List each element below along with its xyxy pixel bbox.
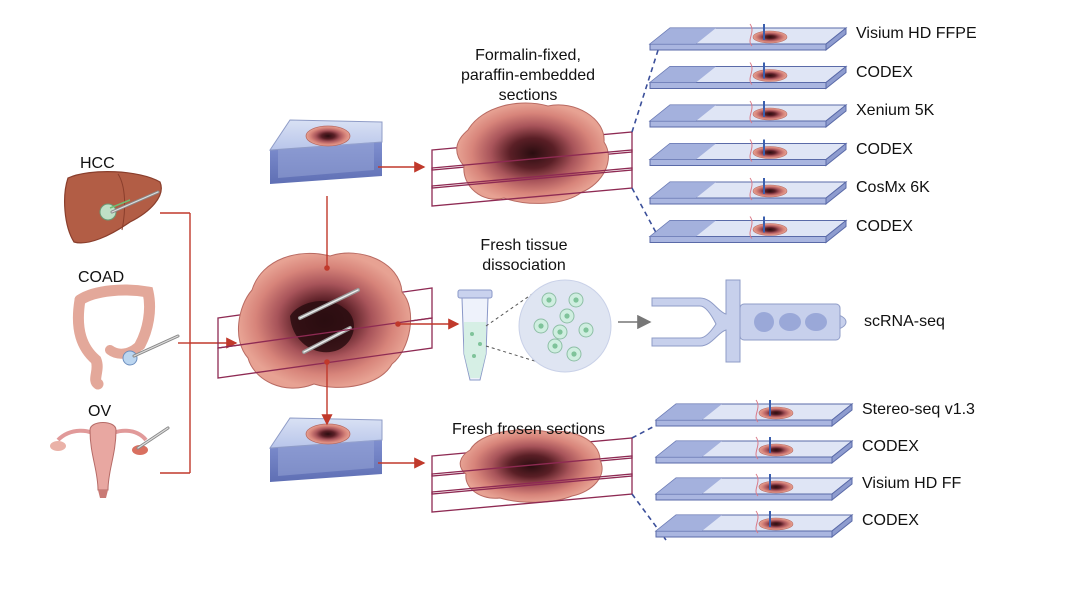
- ffpe-slide: [648, 62, 848, 90]
- fresh-heading-line-2: dissociation: [482, 257, 566, 274]
- single-cell-circle: [518, 279, 612, 373]
- ffpe-slide-label: CODEX: [856, 63, 913, 81]
- liver-icon: [64, 171, 162, 244]
- organ-label-hcc: HCC: [80, 155, 115, 172]
- tissue-connectors: [321, 161, 460, 469]
- ffpe-slide-group: [648, 23, 848, 244]
- dissociation-tube-icon: [457, 289, 493, 381]
- frozen-slide: [654, 510, 854, 539]
- ffpe-heading-line-2: paraffin-embedded: [460, 67, 596, 84]
- ffpe-slide: [648, 100, 848, 129]
- frozen-slide-label: Stereo-seq v1.3: [862, 401, 975, 418]
- frozen-slide-group: [654, 399, 854, 539]
- organ-bracket: [160, 212, 238, 474]
- organ-label-coad: COAD: [78, 269, 125, 286]
- ffpe-heading-line-1: Formalin-fixed,: [475, 47, 581, 64]
- single-cell-icon: [566, 346, 582, 362]
- ffpe-slide: [648, 216, 848, 244]
- ffpe-heading-line-3: sections: [498, 87, 558, 104]
- ffpe-dashed-connectors: [631, 43, 661, 241]
- ovary-uterus-icon: [50, 422, 170, 498]
- frozen-slide-label: Visium HD FF: [862, 475, 962, 492]
- frozen-slide: [654, 473, 854, 502]
- organ-label-ov: OV: [88, 403, 112, 420]
- frozen-sections: [431, 429, 633, 513]
- dissociation-zoom-lines: [485, 289, 539, 363]
- ffpe-slide: [648, 139, 848, 167]
- frozen-heading: Fresh frosen sections: [452, 421, 605, 438]
- single-cell-icon: [552, 324, 568, 340]
- frozen-slide-label: CODEX: [862, 438, 919, 455]
- frozen-slide: [654, 399, 854, 428]
- tissue-cassette-icon: [269, 417, 383, 482]
- ffpe-slide-label: CosMx 6K: [856, 179, 930, 196]
- frozen-dashed-connectors: [631, 419, 667, 541]
- single-cell-icon: [578, 322, 594, 338]
- fresh-heading-line-1: Fresh tissue: [480, 237, 568, 254]
- microfluidic-chip-icon: [651, 279, 847, 363]
- tissue-cassette-icon: [269, 119, 383, 184]
- cell-group: [533, 292, 594, 362]
- single-cell-icon: [568, 292, 584, 308]
- scrna-seq-label: scRNA-seq: [864, 313, 945, 330]
- single-cell-icon: [559, 308, 575, 324]
- frozen-slide-label: CODEX: [862, 512, 919, 529]
- ffpe-slide: [648, 23, 848, 52]
- main-tumor-tissue: [217, 252, 433, 389]
- ffpe-slide: [648, 177, 848, 206]
- single-cell-icon: [547, 338, 563, 354]
- ffpe-sections: [431, 102, 633, 207]
- ffpe-slide-label: Xenium 5K: [856, 102, 935, 119]
- frozen-slide: [654, 436, 854, 465]
- ffpe-slide-label: Visium HD FFPE: [856, 25, 977, 42]
- colon-icon: [72, 284, 180, 390]
- single-cell-icon: [533, 318, 549, 334]
- single-cell-icon: [541, 292, 557, 308]
- ffpe-slide-label: CODEX: [856, 217, 913, 235]
- cassette-group: [269, 119, 383, 482]
- ffpe-slide-label: CODEX: [856, 140, 913, 158]
